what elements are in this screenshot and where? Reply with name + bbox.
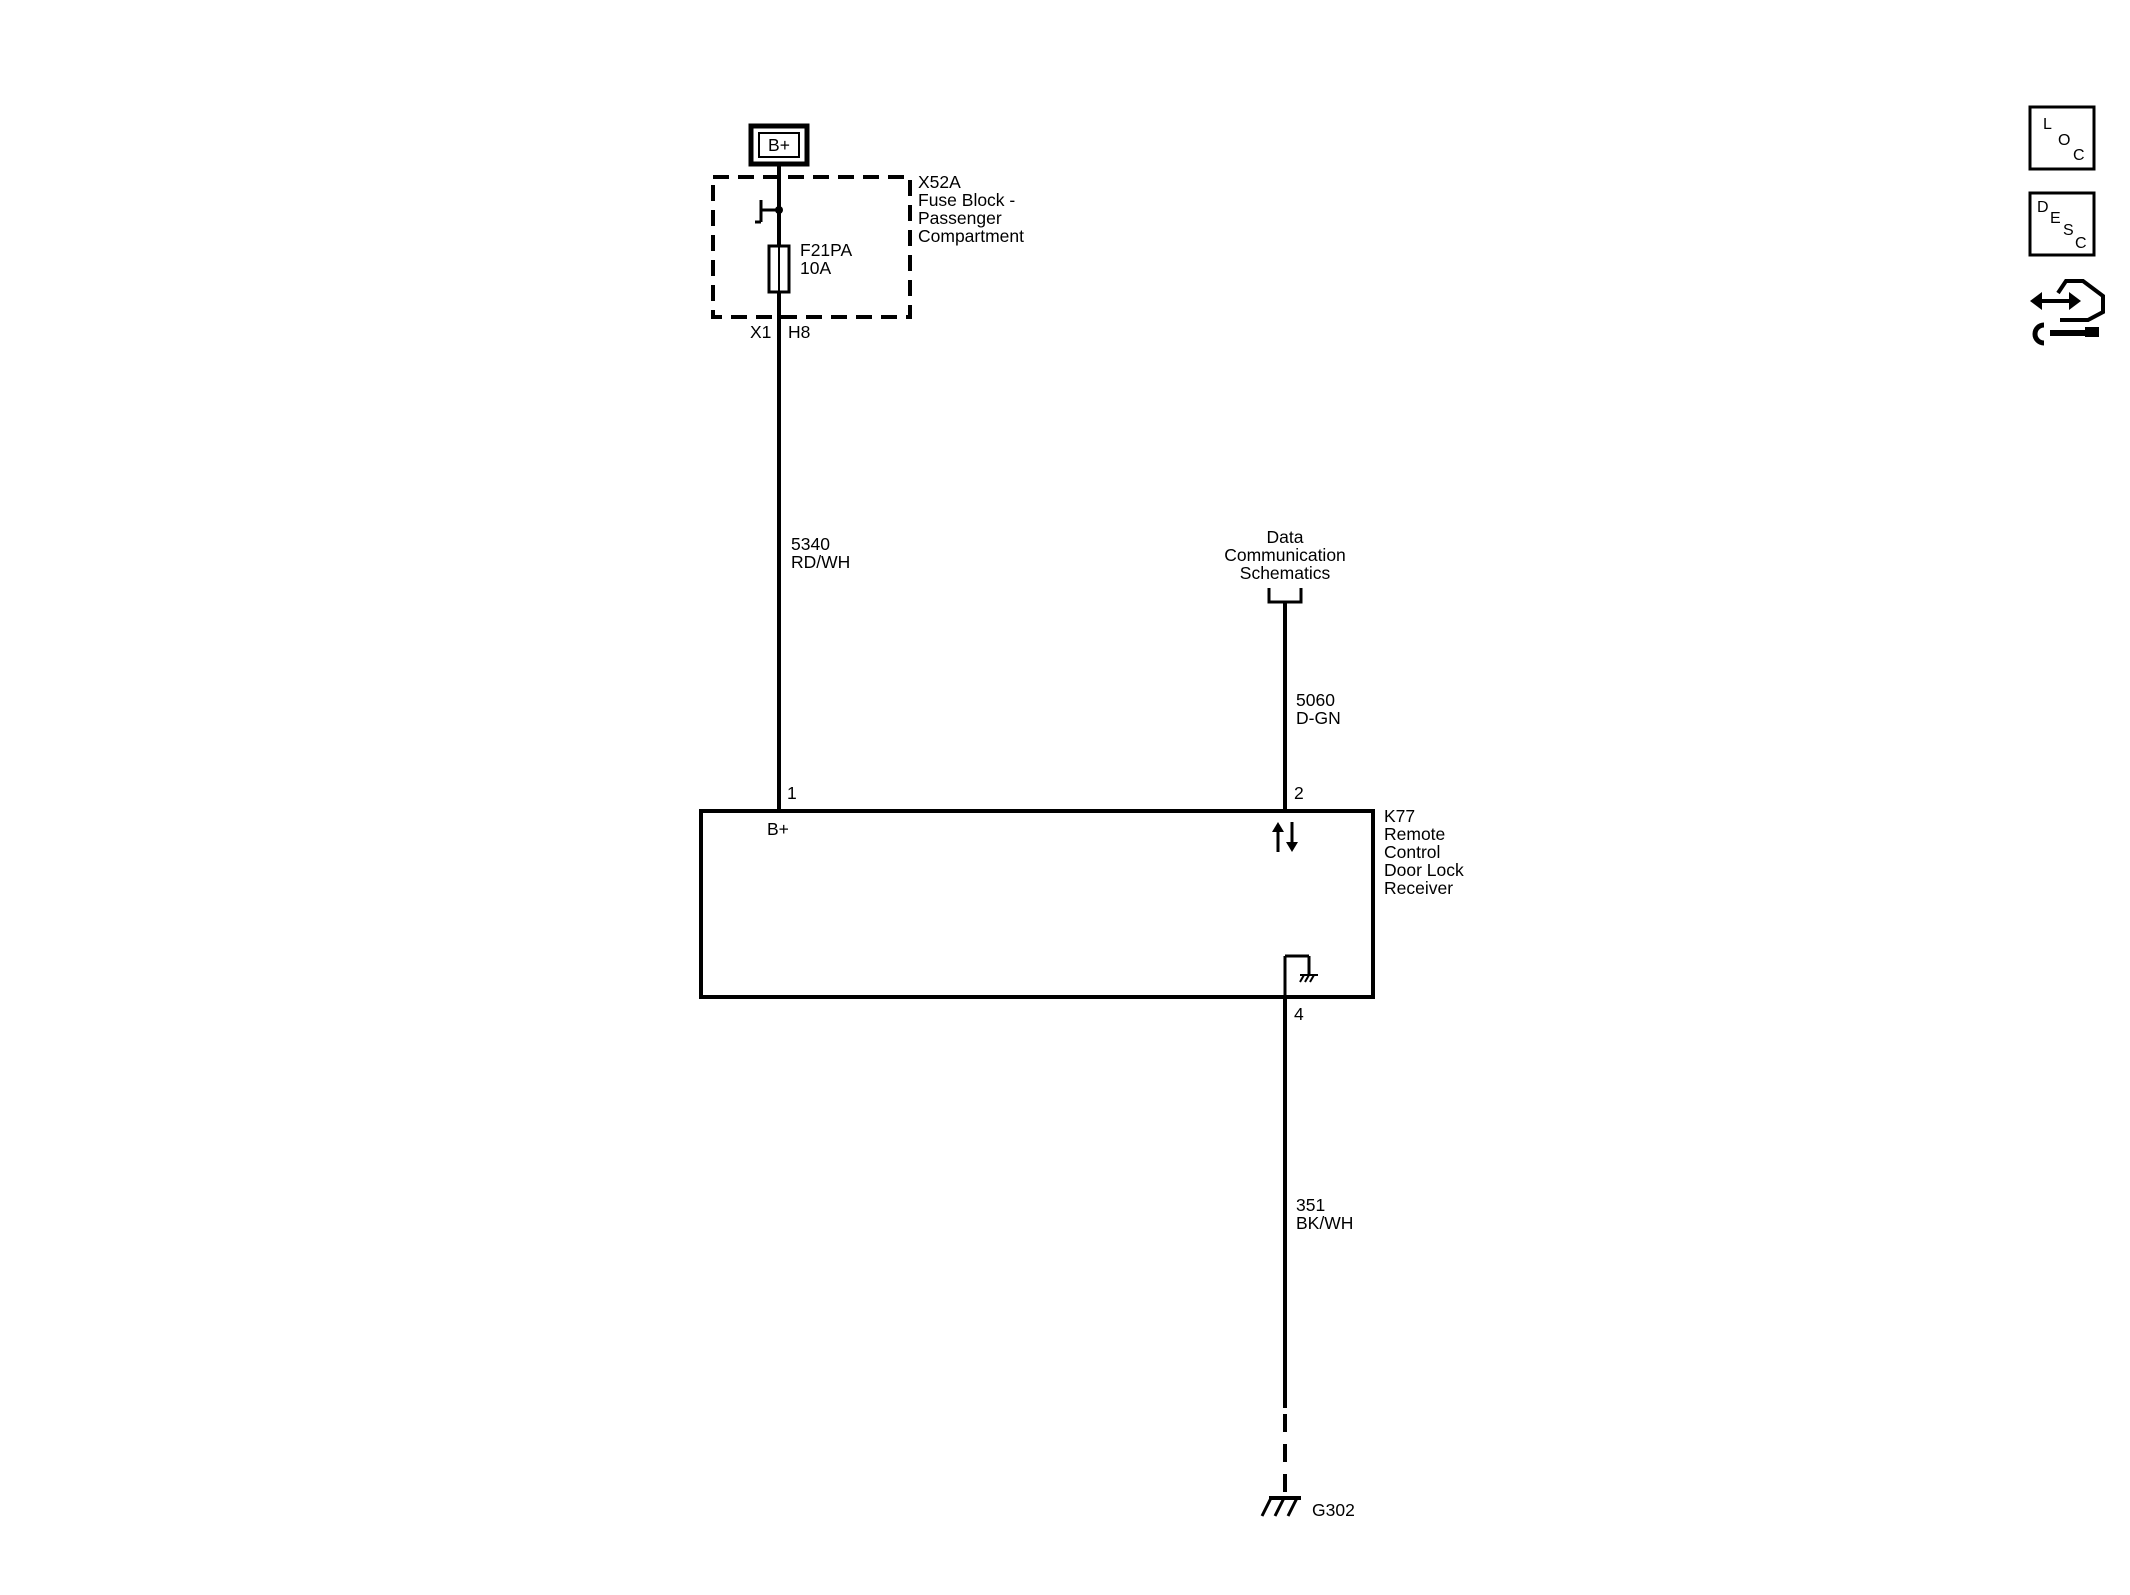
module-power-label: B+ — [767, 819, 789, 839]
battery-positive-symbol: B+ — [748, 123, 810, 167]
fuse-block-terminal: H8 — [788, 322, 810, 342]
splice-hook-icon — [755, 200, 779, 224]
internal-ground-icon — [1283, 954, 1318, 997]
wire-351-color: BK/WH — [1296, 1213, 1353, 1233]
module-id: K77 — [1384, 806, 1415, 826]
fuse-block-connector: X1 — [750, 322, 771, 342]
fuse-block-name-3: Passenger — [918, 208, 1002, 228]
loc-letter-1: L — [2043, 116, 2052, 133]
desc-button[interactable]: D E S C — [2028, 191, 2096, 257]
loc-icon — [2028, 105, 2096, 171]
wire-351: 351 BK/WH — [1283, 997, 1353, 1494]
desc-letter-2: E — [2050, 210, 2061, 227]
desc-letter-4: C — [2075, 235, 2087, 252]
pin-1-label: 1 — [787, 783, 797, 803]
module-k77: 1 2 4 B+ K77 Remote Control Door Lock Re… — [699, 783, 1464, 1024]
wire-5340-color: RD/WH — [791, 552, 850, 572]
loc-button[interactable]: L O C — [2028, 105, 2096, 171]
fuse-block-name-2: Fuse Block - — [918, 190, 1015, 210]
wire-5340: 5340 RD/WH — [777, 292, 850, 811]
fuse-rating: 10A — [800, 258, 831, 278]
ground-id: G302 — [1312, 1500, 1355, 1520]
diagnostic-button[interactable] — [2030, 279, 2105, 346]
module-name-4: Receiver — [1384, 878, 1453, 898]
wire-5060-color: D-GN — [1296, 708, 1341, 728]
battery-label: B+ — [768, 135, 790, 155]
chassis-ground-icon — [1260, 1496, 1301, 1517]
diagnostic-connector-wrench-icon — [2030, 279, 2105, 346]
wire-5060-circuit: 5060 — [1296, 690, 1335, 710]
fuse-block-name-4: Compartment — [918, 226, 1024, 246]
data-comm-line-2: Communication — [1224, 545, 1346, 565]
data-comm-line-3: Schematics — [1240, 563, 1331, 583]
module-name-2: Control — [1384, 842, 1440, 862]
page-reference-bracket-icon — [1267, 588, 1303, 604]
ground-g302: G302 — [1260, 1496, 1355, 1520]
module-name-1: Remote — [1384, 824, 1445, 844]
data-communication-reference: Data Communication Schematics — [1224, 527, 1346, 604]
wire-5060: 5060 D-GN — [1283, 602, 1341, 811]
wire-5340-circuit: 5340 — [791, 534, 830, 554]
wire-351-circuit: 351 — [1296, 1195, 1325, 1215]
pin-4-label: 4 — [1294, 1004, 1304, 1024]
loc-letter-3: C — [2073, 147, 2085, 164]
loc-letter-2: O — [2058, 132, 2070, 149]
fuse-block: F21PA 10A X52A Fuse Block - Passenger Co… — [711, 164, 1024, 342]
pin-2-label: 2 — [1294, 783, 1304, 803]
fuse-block-name-1: X52A — [918, 172, 961, 192]
module-name-3: Door Lock — [1384, 860, 1464, 880]
data-comm-line-1: Data — [1267, 527, 1304, 547]
desc-icon — [2028, 191, 2096, 257]
desc-letter-3: S — [2063, 222, 2074, 239]
bidirectional-data-icon — [1272, 822, 1298, 852]
desc-letter-1: D — [2037, 199, 2049, 216]
fuse-id: F21PA — [800, 240, 853, 260]
